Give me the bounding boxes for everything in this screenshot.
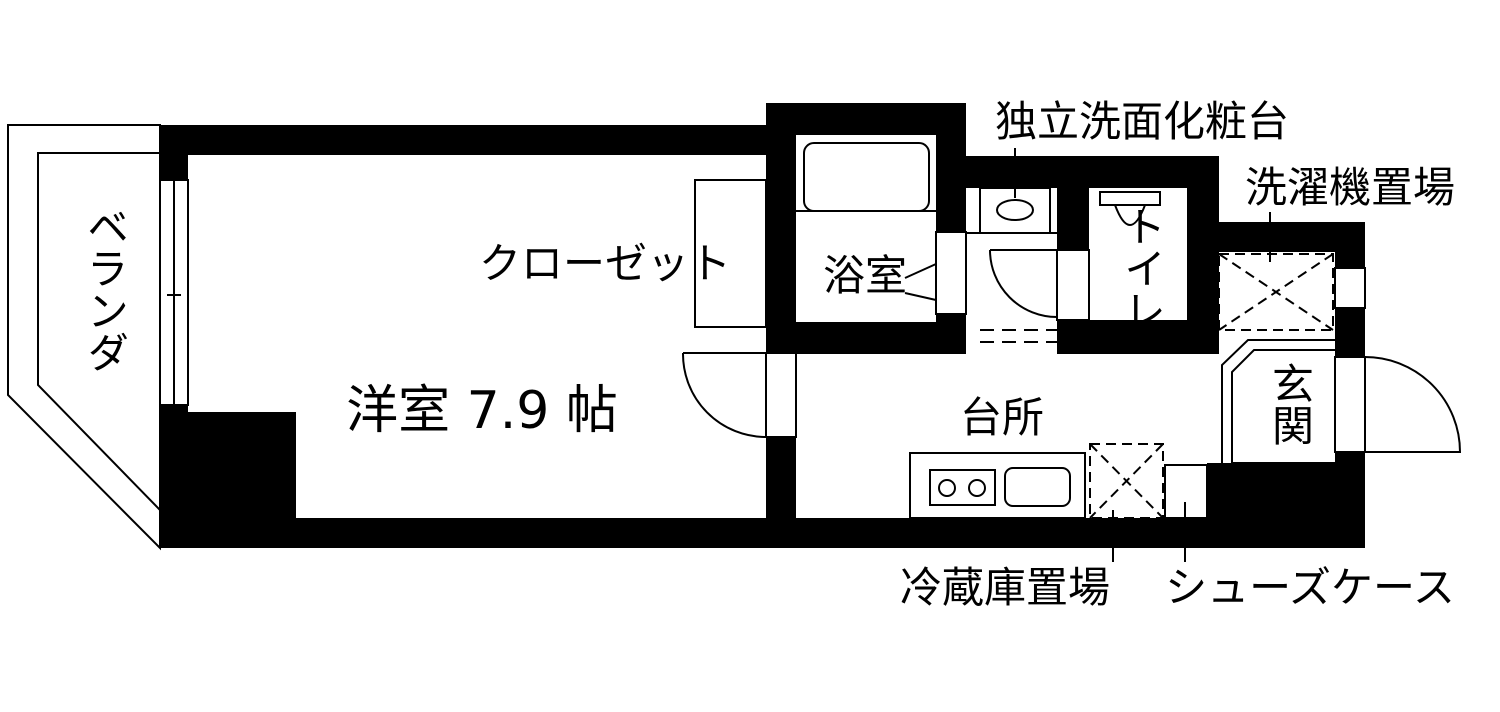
entrance-step	[1221, 339, 1335, 464]
entrance-door	[1334, 356, 1462, 453]
bathtub	[803, 142, 930, 212]
vanity-label: 独立洗面化粧台	[995, 97, 1289, 146]
western-room-label: 洋室 7.9 帖	[346, 381, 618, 441]
kitchen-label: 台所	[960, 393, 1044, 442]
washer-window	[1334, 267, 1366, 309]
closet-box	[694, 179, 767, 328]
washer-space	[1218, 253, 1334, 331]
room-door	[681, 352, 797, 438]
step-lines	[980, 329, 1057, 343]
bath-door	[904, 231, 967, 315]
toilet-fixture	[1099, 191, 1161, 226]
toilet-door	[989, 249, 1090, 321]
balcony-label: ベランダ	[81, 205, 130, 373]
fridge-space	[1089, 443, 1164, 519]
entrance-label: 玄関	[1266, 362, 1315, 446]
washer-label: 洗濯機置場	[1245, 163, 1455, 212]
balcony-window	[159, 179, 189, 406]
toilet-label: トイレ	[1118, 205, 1167, 331]
kitchen-counter	[909, 452, 1086, 519]
shoe-case-label: シューズケース	[1165, 563, 1455, 612]
fridge-label: 冷蔵庫置場	[900, 563, 1110, 612]
bathroom-label: 浴室	[823, 251, 907, 300]
closet-label: クローゼット	[479, 239, 731, 288]
